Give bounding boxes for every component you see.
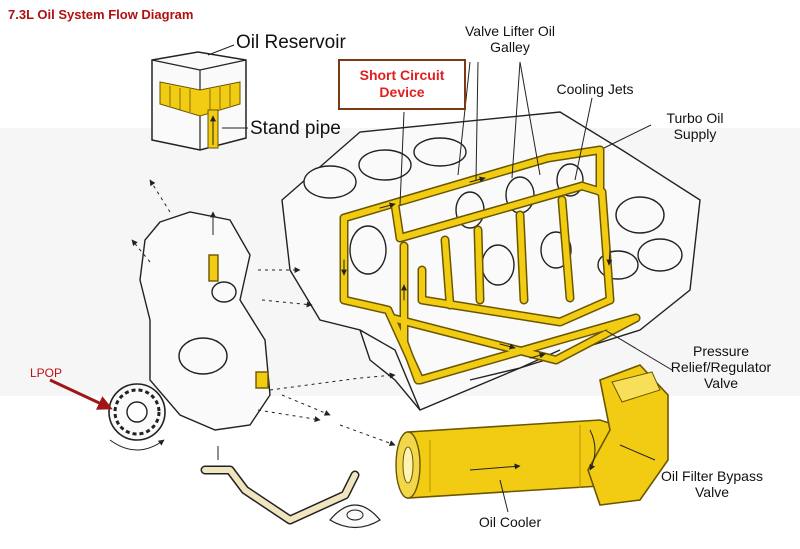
- label-short-circuit: Short Circuit Device: [340, 67, 464, 101]
- label-valve-lifter: Valve Lifter Oil Galley: [440, 23, 580, 55]
- oil-galleys: [339, 145, 641, 385]
- short-circuit-callout: Short Circuit Device: [338, 59, 466, 110]
- label-stand-pipe: Stand pipe: [250, 118, 341, 139]
- label-short-circuit-line1: Short Circuit: [359, 67, 445, 83]
- label-short-circuit-line2: Device: [379, 83, 425, 100]
- label-filter-line1: Oil Filter Bypass: [661, 468, 763, 484]
- label-turbo-supply: Turbo Oil Supply: [645, 110, 745, 142]
- callout-lines: [399, 61, 673, 513]
- label-filter-bypass: Oil Filter Bypass Valve: [642, 468, 782, 500]
- label-pressure-line2: Relief/Regulator: [670, 359, 772, 376]
- diagram-title: 7.3L Oil System Flow Diagram: [8, 7, 194, 22]
- label-valve-lifter-line2: Galley: [490, 39, 530, 56]
- oil-cooler: [395, 364, 669, 506]
- label-pressure-line1: Pressure: [692, 343, 750, 359]
- oil-reservoir: [151, 44, 248, 151]
- label-turbo-line2: Supply: [673, 126, 717, 143]
- front-cover: [139, 211, 271, 431]
- oil-pickup-tube: [200, 446, 381, 529]
- lpop-pointer-arrow: [49, 378, 113, 410]
- lpop-gear: [108, 383, 166, 451]
- flow-arrows: [131, 179, 396, 446]
- label-oil-reservoir: Oil Reservoir: [236, 32, 346, 53]
- label-oil-cooler: Oil Cooler: [478, 514, 542, 530]
- label-filter-line2: Valve: [695, 484, 729, 501]
- label-turbo-line1: Turbo Oil: [666, 110, 724, 126]
- label-pressure-line3: Valve: [704, 375, 738, 392]
- label-pressure-relief: Pressure Relief/Regulator Valve: [655, 343, 787, 391]
- label-lpop: LPOP: [30, 366, 63, 380]
- label-valve-lifter-line1: Valve Lifter Oil: [465, 23, 555, 39]
- label-cooling-jets: Cooling Jets: [556, 81, 634, 97]
